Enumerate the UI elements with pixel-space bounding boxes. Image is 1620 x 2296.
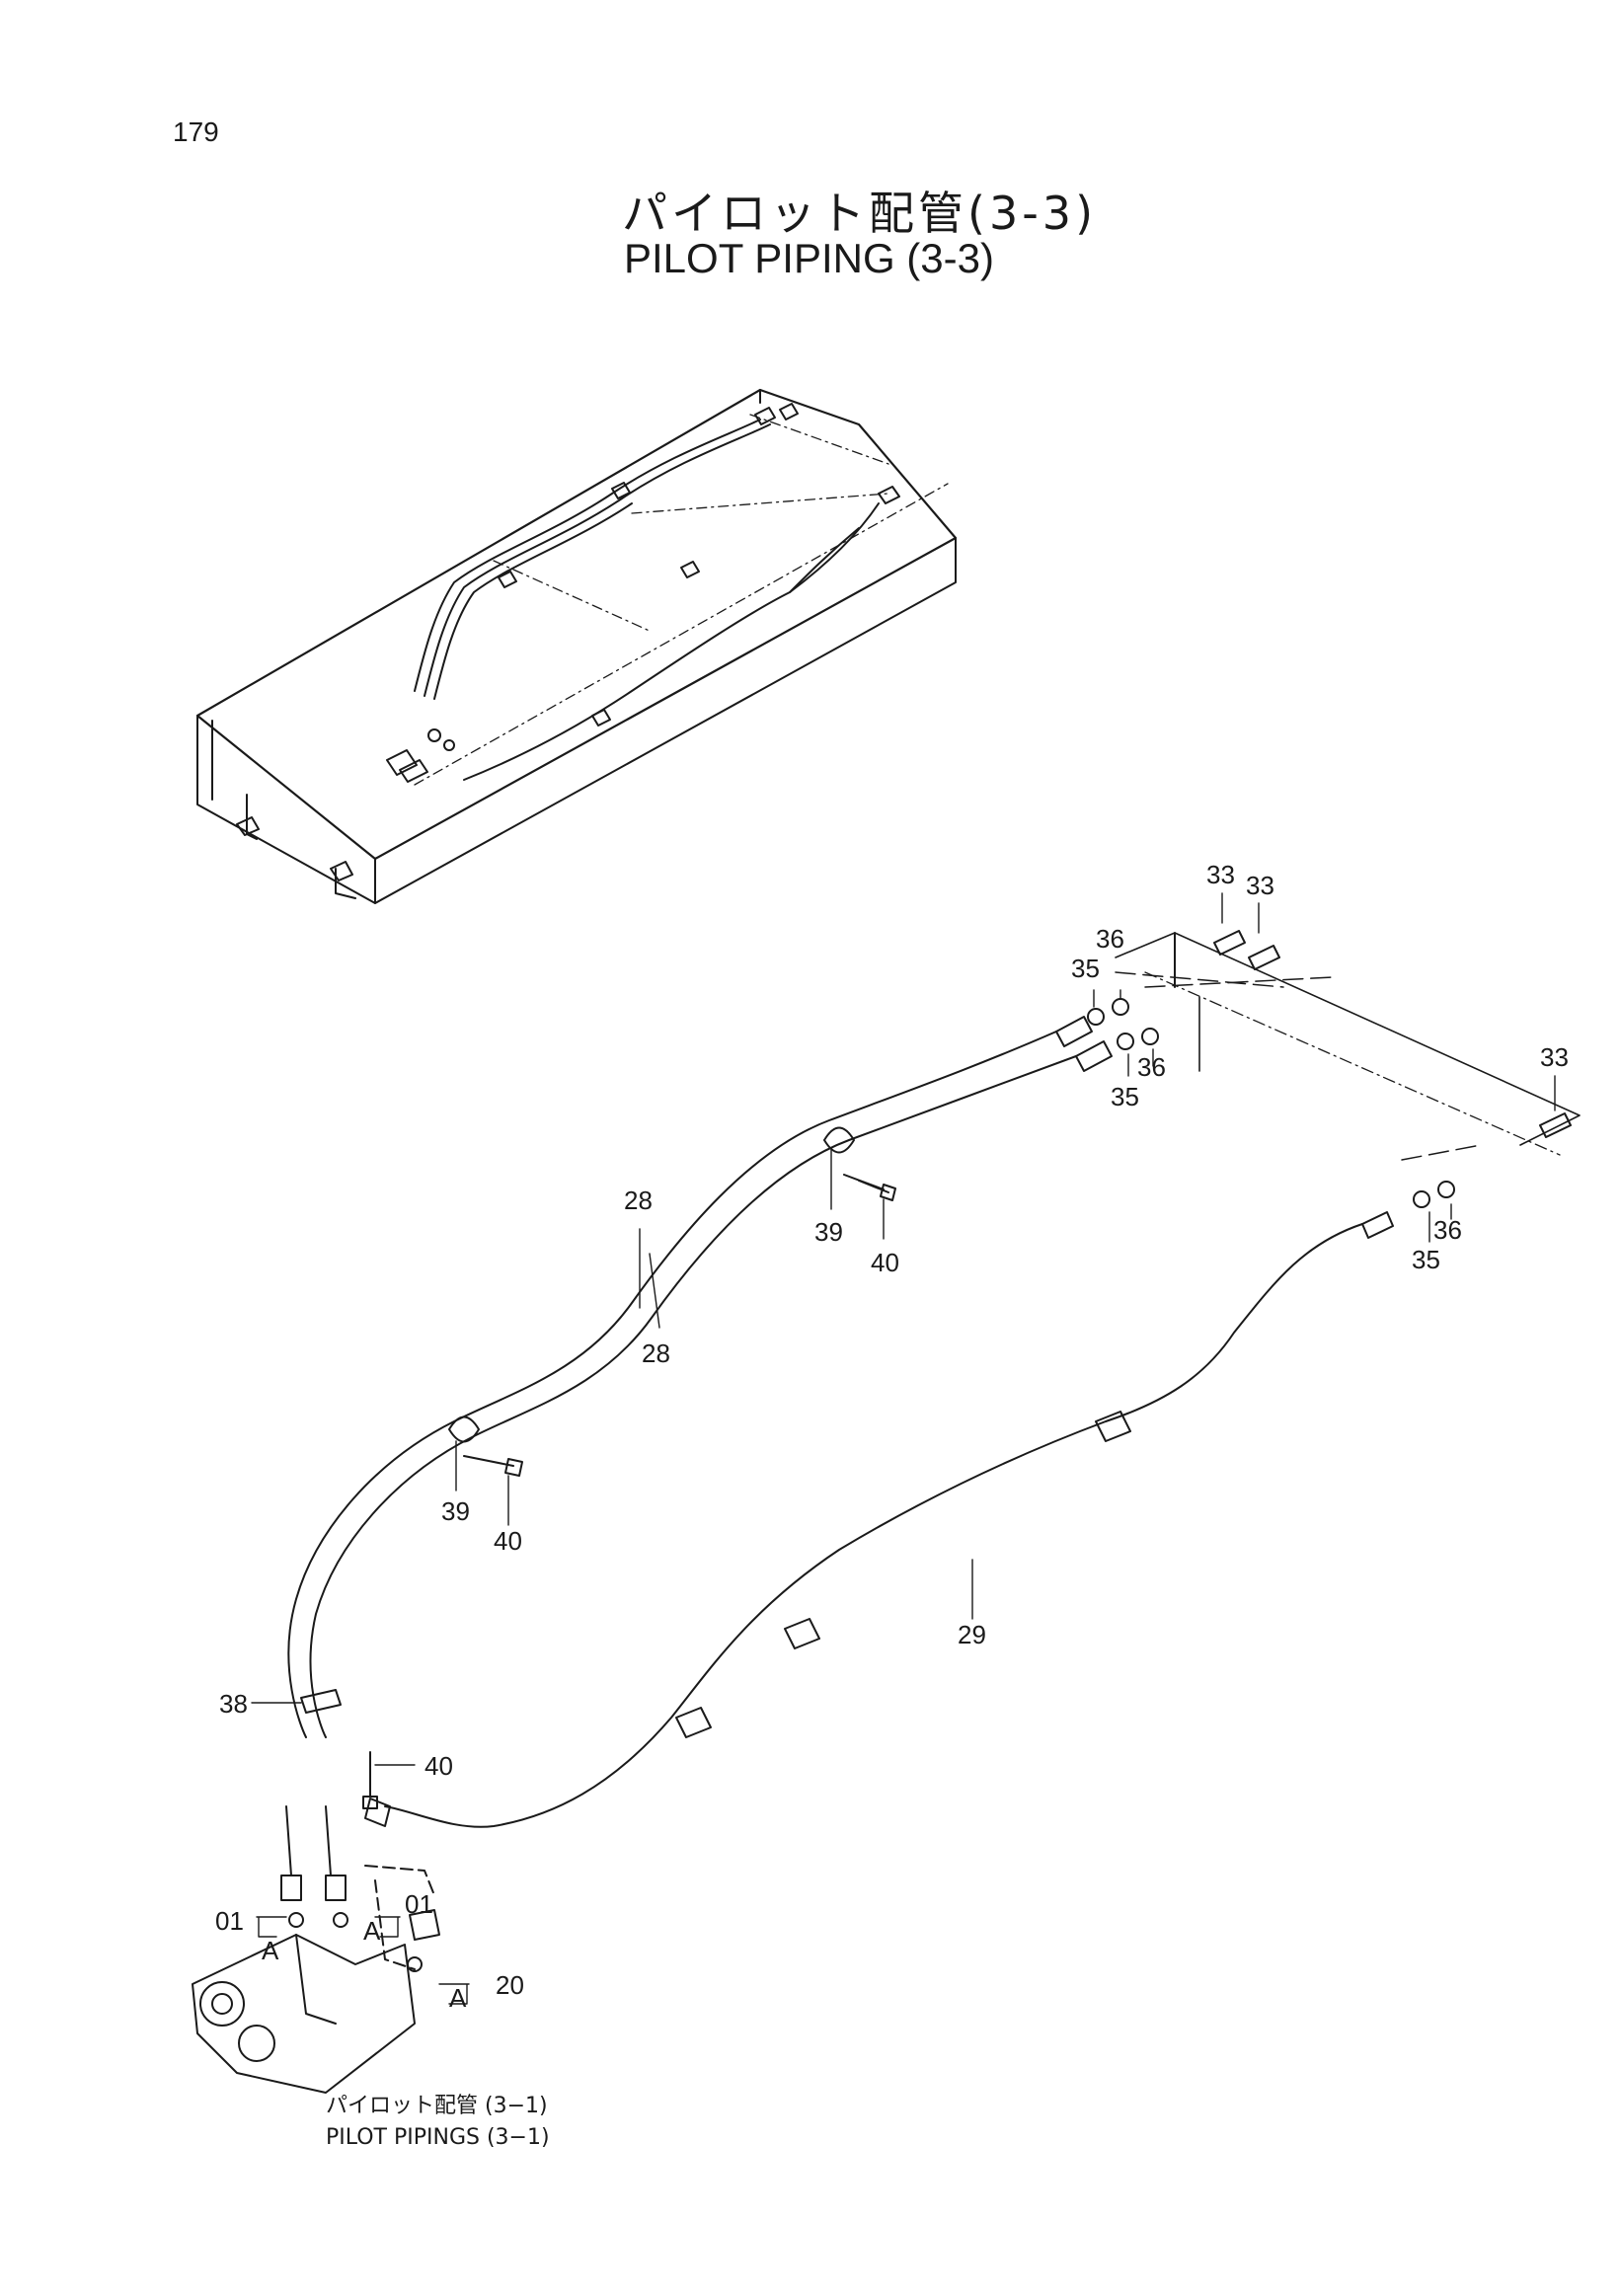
part-label-28a: 28	[624, 1186, 653, 1215]
part-label-29: 29	[958, 1620, 986, 1649]
reference-en: PILOT PIPINGS (3−1)	[326, 2125, 550, 2150]
part-label-35c: 35	[1412, 1245, 1440, 1274]
part-label-33c: 33	[1540, 1042, 1569, 1072]
page-number: 179	[173, 116, 219, 147]
control-valve	[192, 1805, 440, 2094]
part-label-35b: 35	[1111, 1082, 1139, 1111]
part-label-40c: 40	[424, 1751, 453, 1781]
part-label-a2: A	[363, 1916, 381, 1946]
part-label-33a: 33	[1206, 860, 1235, 889]
part-label-40a: 40	[871, 1248, 899, 1277]
clamps	[300, 1126, 1131, 1738]
part-label-36c: 36	[1433, 1215, 1462, 1245]
part-label-33b: 33	[1246, 871, 1274, 900]
bolts-40	[362, 1174, 896, 1809]
part-label-01a: 01	[215, 1906, 244, 1936]
title-japanese: パイロット配管(3-3)	[622, 187, 1098, 240]
reference-jp: パイロット配管 (3−1)	[326, 2094, 548, 2118]
part-label-20: 20	[496, 1970, 524, 2000]
hose-28	[287, 1016, 1113, 1738]
part-label-28b: 28	[642, 1339, 670, 1368]
part-label-38: 38	[219, 1689, 248, 1719]
title-english: PILOT PIPING (3-3)	[624, 235, 994, 281]
part-label-36b: 36	[1137, 1052, 1166, 1082]
part-label-39a: 39	[814, 1217, 843, 1247]
fittings-33-35-36	[1087, 930, 1572, 1208]
frame-plate	[1115, 932, 1581, 1161]
part-label-35a: 35	[1071, 954, 1100, 983]
part-label-a3: A	[449, 1983, 467, 2013]
overview-frame-drawing	[195, 388, 958, 904]
part-label-40b: 40	[494, 1526, 522, 1556]
part-label-a1: A	[262, 1936, 279, 1965]
leader-lines	[251, 892, 1556, 2005]
part-label-01b: 01	[405, 1889, 433, 1919]
part-label-39b: 39	[441, 1496, 470, 1526]
part-label-36a: 36	[1096, 924, 1124, 954]
hose-29	[364, 1211, 1394, 1828]
